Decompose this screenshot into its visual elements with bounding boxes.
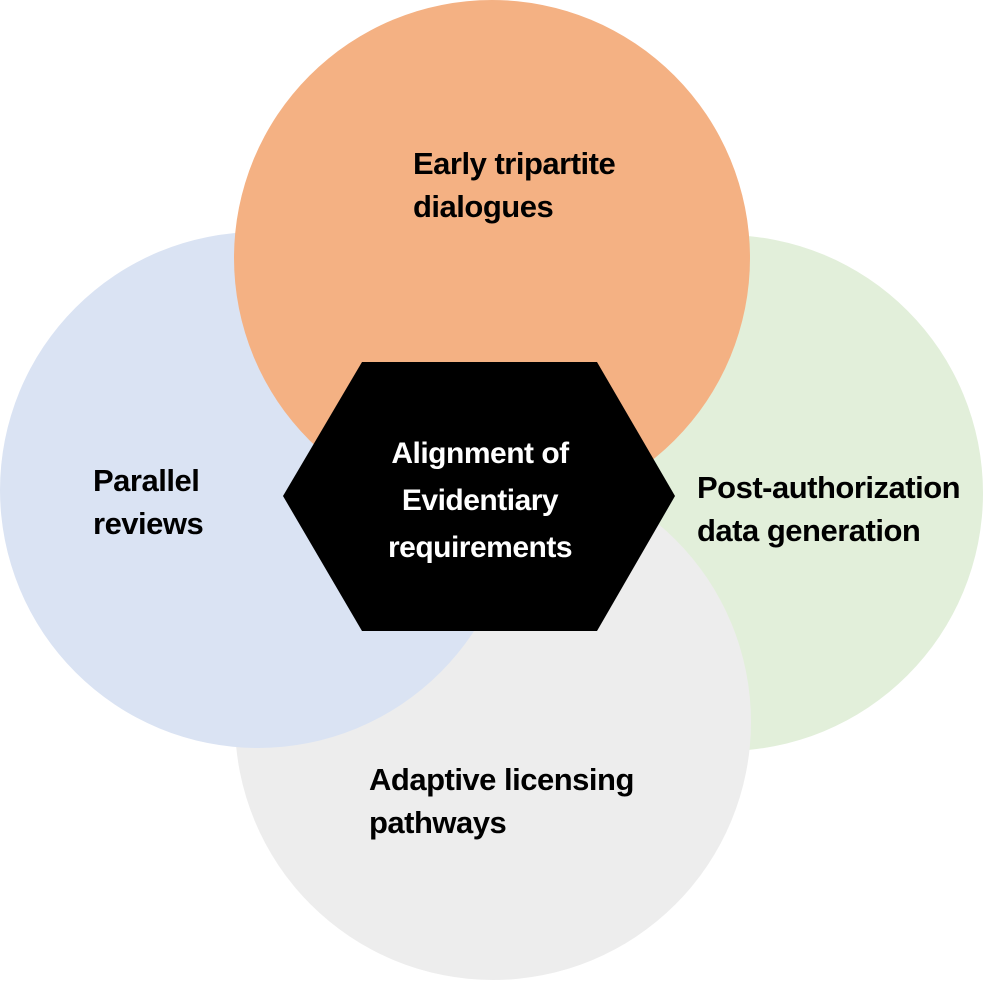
label-bottom-line-1: Adaptive licensing bbox=[369, 762, 634, 797]
label-left: Parallel reviews bbox=[93, 459, 204, 545]
label-left-line-1: Parallel bbox=[93, 463, 200, 498]
label-left-line-2: reviews bbox=[93, 506, 204, 541]
label-top-line-1: Early tripartite bbox=[413, 146, 616, 181]
center-label: Alignment of Evidentiary requirements bbox=[330, 430, 630, 571]
label-right: Post-authorization data generation bbox=[697, 466, 961, 552]
label-bottom-line-2: pathways bbox=[369, 805, 507, 840]
center-hexagon bbox=[283, 362, 675, 631]
center-label-line-2: Evidentiary bbox=[401, 484, 559, 517]
label-right-line-2: data generation bbox=[697, 513, 921, 548]
label-top-line-2: dialogues bbox=[413, 189, 554, 224]
label-top: Early tripartite dialogues bbox=[413, 142, 616, 228]
label-bottom: Adaptive licensing pathways bbox=[369, 758, 634, 844]
center-label-line-3: requirements bbox=[387, 531, 573, 564]
label-right-line-1: Post-authorization bbox=[697, 470, 961, 505]
center-label-line-1: Alignment of bbox=[391, 437, 569, 470]
